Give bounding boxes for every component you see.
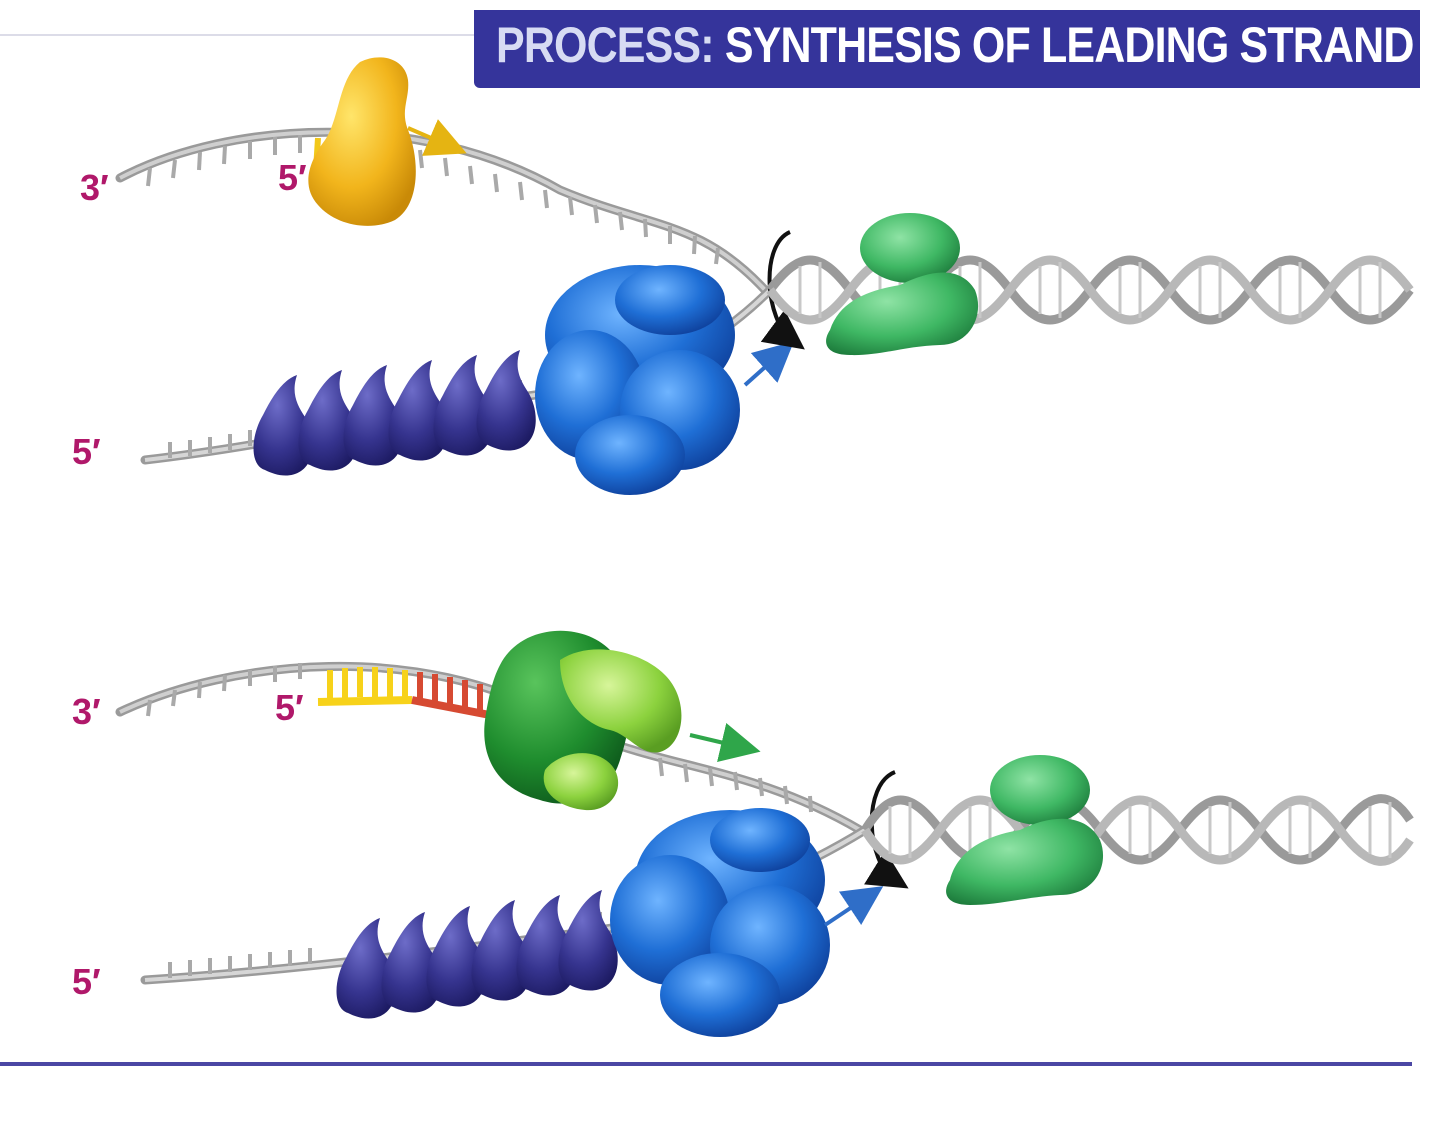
header-rule <box>0 34 476 36</box>
upper-strand-bases <box>146 135 720 265</box>
single-strand-binding-proteins <box>253 350 536 476</box>
helicase-direction-arrow <box>823 886 884 927</box>
panel-bottom <box>115 630 1414 1037</box>
helicase <box>535 265 740 495</box>
ssb-protein <box>426 906 486 1007</box>
helicase-direction-arrow <box>743 341 794 387</box>
ssb-protein <box>558 890 618 991</box>
double-helix <box>861 794 1414 866</box>
title-main: SYNTHESIS OF LEADING STRAND <box>724 17 1415 73</box>
ssb-protein <box>253 375 313 476</box>
ssb-protein <box>476 350 536 451</box>
primase <box>308 57 416 226</box>
ssb-protein <box>471 900 531 1001</box>
upper-template-strand <box>115 127 770 295</box>
title-prefix: PROCESS: <box>496 17 715 73</box>
topoisomerase <box>946 755 1104 905</box>
topoisomerase <box>826 213 979 356</box>
panel1-upper-strand-3prime-label: 3′ <box>80 167 109 208</box>
bottom-divider <box>0 1062 1412 1066</box>
panel2-upper-strand-3prime-label: 3′ <box>72 691 101 732</box>
title-banner: PROCESS: SYNTHESIS OF LEADING STRAND <box>474 10 1420 88</box>
panel2-primer-5prime-label: 5′ <box>275 687 304 728</box>
panel1-lower-strand-5prime-label: 5′ <box>72 431 101 472</box>
rotation-arrow <box>864 770 909 889</box>
ssb-protein <box>298 370 358 471</box>
ssb-protein <box>388 360 448 461</box>
panel2-lower-strand-5prime-label: 5′ <box>72 961 101 1002</box>
ssb-protein <box>381 912 441 1013</box>
polymerase-direction-arrow <box>689 723 761 762</box>
ssb-protein <box>343 365 403 466</box>
panel1-primer-5prime-label: 5′ <box>278 157 307 198</box>
panel-top <box>115 57 1414 495</box>
rna-primer <box>317 667 413 706</box>
helicase <box>610 808 830 1037</box>
diagram-title: PROCESS: SYNTHESIS OF LEADING STRAND <box>496 16 1414 74</box>
single-strand-binding-proteins <box>336 890 618 1019</box>
ssb-protein <box>336 918 396 1019</box>
primase-direction-arrow <box>407 119 467 156</box>
dna-polymerase <box>484 630 682 811</box>
